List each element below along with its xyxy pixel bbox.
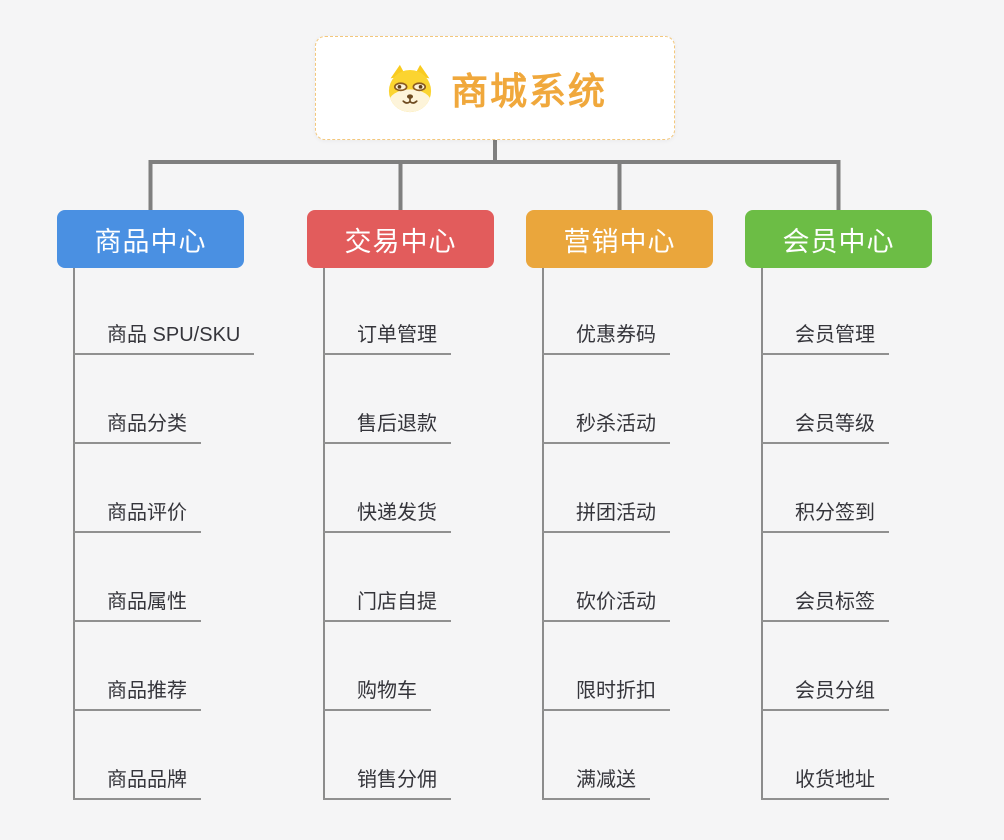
leaf-item[interactable]: 会员管理: [761, 323, 889, 355]
branch-header-1[interactable]: 商品中心: [57, 210, 244, 268]
leaf-item[interactable]: 商品评价: [73, 501, 201, 533]
leaf-item[interactable]: 会员等级: [761, 412, 889, 444]
leaf-item[interactable]: 商品属性: [73, 590, 201, 622]
leaf-item[interactable]: 商品品牌: [73, 768, 201, 800]
leaf-item[interactable]: 拼团活动: [542, 501, 670, 533]
leaf-item[interactable]: 订单管理: [323, 323, 451, 355]
leaf-item[interactable]: 满减送: [542, 768, 650, 800]
leaf-item[interactable]: 积分签到: [761, 501, 889, 533]
leaf-item[interactable]: 售后退款: [323, 412, 451, 444]
leaf-item[interactable]: 秒杀活动: [542, 412, 670, 444]
branch-trunk: [323, 268, 325, 800]
leaf-item[interactable]: 会员标签: [761, 590, 889, 622]
branch-header-2[interactable]: 交易中心: [307, 210, 494, 268]
branch-trunk: [761, 268, 763, 800]
leaf-item[interactable]: 收货地址: [761, 768, 889, 800]
leaf-item[interactable]: 砍价活动: [542, 590, 670, 622]
leaf-item[interactable]: 商品 SPU/SKU: [73, 323, 255, 355]
leaf-item[interactable]: 商品推荐: [73, 679, 201, 711]
leaf-item[interactable]: 会员分组: [761, 679, 889, 711]
root-node[interactable]: 商城系统: [315, 36, 675, 140]
leaf-item[interactable]: 销售分佣: [323, 768, 451, 800]
leaf-item[interactable]: 优惠券码: [542, 323, 670, 355]
leaf-item[interactable]: 门店自提: [323, 590, 451, 622]
leaf-item[interactable]: 购物车: [323, 679, 431, 711]
dog-icon: [383, 64, 437, 113]
branch-header-3[interactable]: 营销中心: [526, 210, 713, 268]
branch-trunk: [73, 268, 75, 800]
leaf-item[interactable]: 限时折扣: [542, 679, 670, 711]
branch-header-4[interactable]: 会员中心: [745, 210, 932, 268]
branch-trunk: [542, 268, 544, 800]
leaf-item[interactable]: 快递发货: [323, 501, 451, 533]
leaf-item[interactable]: 商品分类: [73, 412, 201, 444]
root-title: 商城系统: [451, 71, 607, 112]
